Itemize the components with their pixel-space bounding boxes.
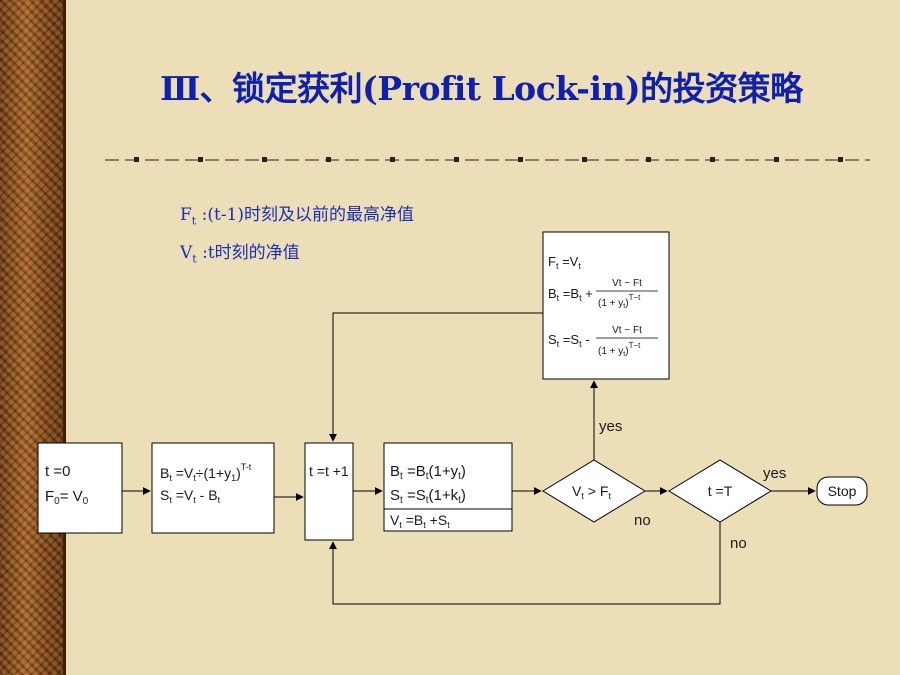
- relock-box: [542, 231, 670, 380]
- stop-label: Stop: [828, 483, 857, 499]
- legend-f-line: Ft :(t-1)时刻及以前的最高净值: [180, 200, 414, 227]
- relock-s-numerator: Vt − Ft: [612, 325, 642, 336]
- arrow-end-check-no-to-increment: [329, 522, 721, 605]
- relock-b-line: Bt =Bt +: [548, 286, 593, 303]
- legend-v-subscript: t: [192, 252, 197, 266]
- legend-v-symbol: V: [180, 243, 193, 263]
- legend-f-subscript: t: [191, 214, 197, 228]
- init-box: [37, 442, 123, 534]
- update-box: [383, 442, 513, 532]
- allocation-box: [151, 442, 275, 534]
- relock-s-denominator: (1 + yt)T−t: [598, 341, 641, 358]
- increment-box: [304, 442, 354, 541]
- no-label-loop: no: [730, 535, 747, 552]
- decision-vt-gt-ft-label: Vt > Ft: [572, 483, 611, 501]
- relock-b-numerator: Vt − Ft: [612, 278, 642, 289]
- legend-v-line: Vt :t时刻的净值: [180, 238, 300, 265]
- divider-dots: [134, 157, 843, 162]
- alloc-line-2: St =Vt - Bt: [160, 487, 221, 505]
- yes-label-relock: yes: [599, 418, 622, 435]
- legend-f-symbol: F: [180, 205, 192, 225]
- relock-f-line: Ft =Vt: [548, 254, 581, 271]
- legend-f-description: :(t-1)时刻及以前的最高净值: [196, 205, 415, 225]
- update-line-2: St =St(1+kt): [390, 487, 466, 506]
- relock-s-line: St =St -: [548, 332, 590, 349]
- decorative-wood-strip: [0, 0, 66, 675]
- decision-t-equals-T-label: t =T: [708, 483, 733, 499]
- legend-v-description: :t时刻的净值: [196, 243, 300, 263]
- update-line-1: Bt =Bt(1+yt): [390, 463, 466, 482]
- init-line-2: F0= V0: [45, 488, 89, 507]
- slide-title: Ⅲ、锁定获利(Profit Lock-in)的投资策略: [160, 69, 803, 108]
- yes-label-stop: yes: [763, 465, 786, 482]
- alloc-line-1: Bt =Vt÷(1+y1)T-t: [160, 462, 252, 483]
- relock-b-denominator: (1 + yt)T−t: [598, 293, 641, 310]
- increment-label: t =t +1: [309, 463, 349, 479]
- update-line-3: Vt =Bt +St: [390, 512, 450, 530]
- arrow-relock-to-increment: [329, 312, 543, 442]
- init-line-1: t =0: [45, 463, 70, 480]
- no-label-lock: no: [634, 512, 651, 529]
- stop-terminal: [816, 476, 868, 506]
